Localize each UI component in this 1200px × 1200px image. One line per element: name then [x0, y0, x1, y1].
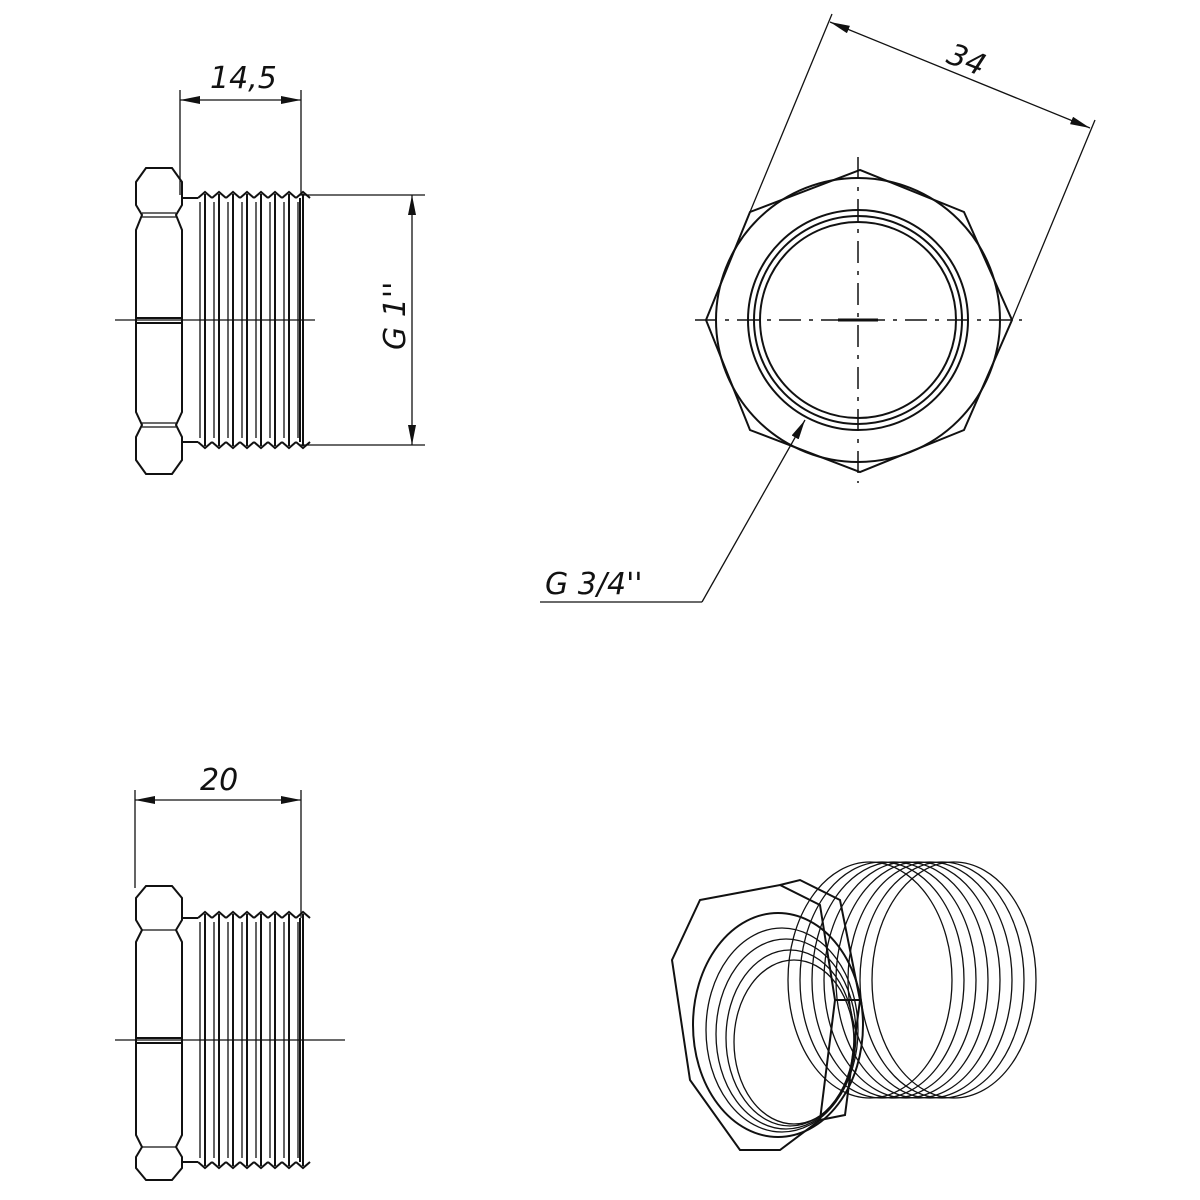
dim-thread-length: 14,5: [210, 61, 277, 96]
dim-outer-thread: G 1'': [378, 282, 413, 350]
thread-line: [211, 910, 227, 1170]
thread-line: [281, 190, 297, 450]
thread-line: [267, 190, 283, 450]
thread-line: [799, 861, 965, 1099]
thread-line: [239, 190, 255, 450]
thread-line: [182, 197, 198, 443]
thread-line: [859, 861, 1025, 1099]
dim-across-flats: 34: [942, 37, 991, 84]
hex-profile: [135, 885, 183, 1181]
hex-profile: [135, 167, 183, 475]
thread-line: [225, 190, 241, 450]
thread-line: [295, 910, 311, 1170]
thread-line: [787, 861, 953, 1099]
thread-line: [835, 861, 1001, 1099]
thread-line: [295, 190, 311, 450]
thread-line: [253, 910, 269, 1170]
front-view: 34 G 3/4'': [540, 13, 1096, 603]
thread-line: [211, 190, 227, 450]
dim-inner-thread: G 3/4'': [545, 567, 643, 602]
thread-line: [197, 910, 213, 1170]
dim-total-length: 20: [200, 763, 238, 798]
thread-line: [197, 190, 213, 450]
isometric-view: [670, 861, 1037, 1151]
thread-line: [239, 910, 255, 1170]
thread-line: [823, 861, 989, 1099]
thread-line: [253, 190, 269, 450]
thread-line: [267, 910, 283, 1170]
thread-line: [281, 910, 297, 1170]
thread-line: [871, 861, 1037, 1099]
thread-line: [811, 861, 977, 1099]
side-view-bottom: 20: [115, 763, 345, 1181]
thread-line: [225, 910, 241, 1170]
thread-line: [182, 917, 198, 1163]
side-view-top: 14,5 G 1'': [115, 61, 425, 475]
